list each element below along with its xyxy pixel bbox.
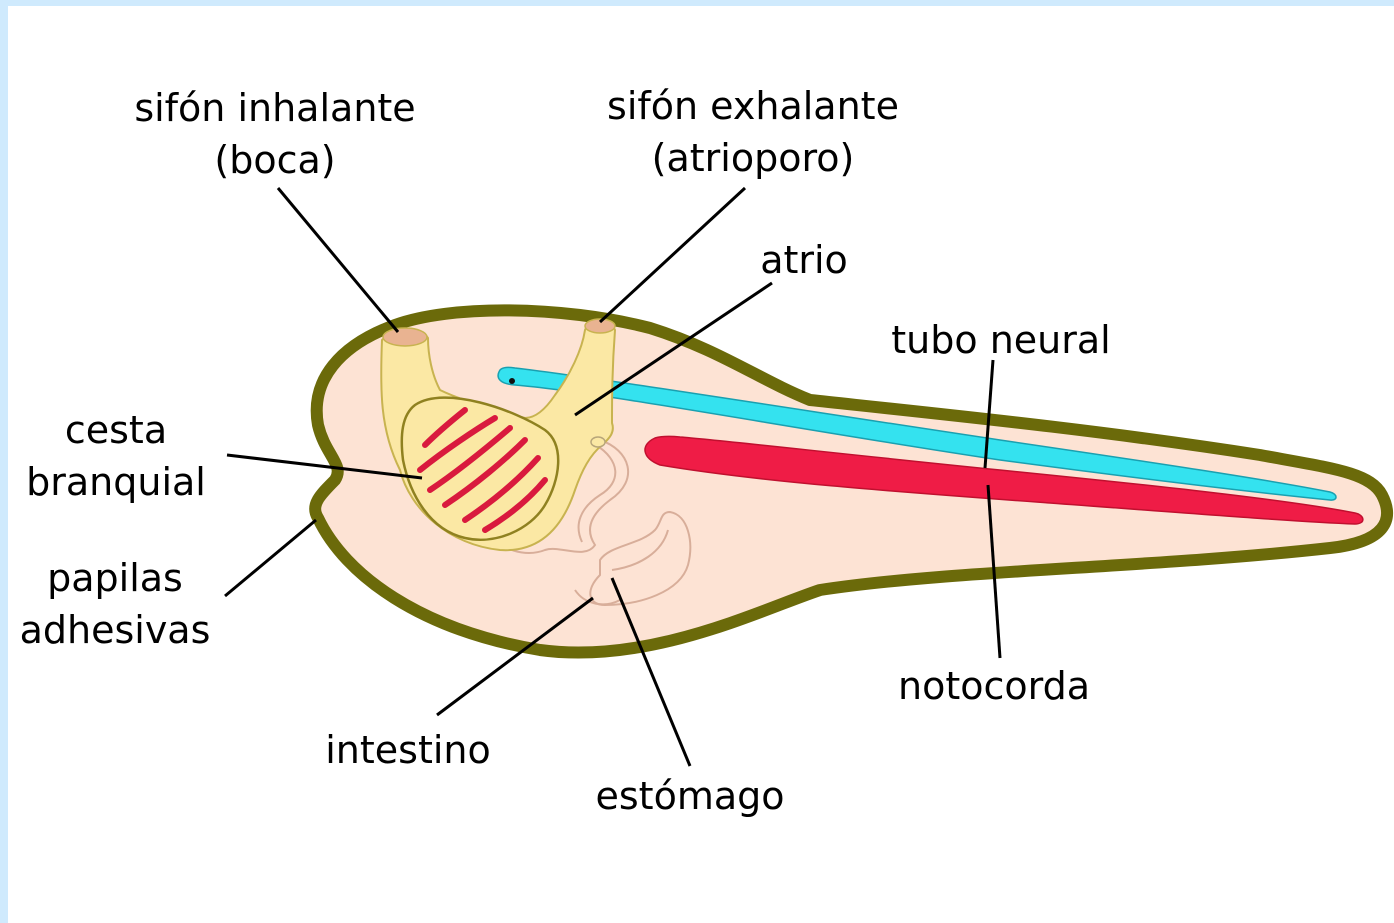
leader-inhalant-siphon: [278, 188, 398, 332]
label-stomach: estómago: [596, 770, 785, 822]
label-branchial-basket: cesta branquial: [26, 404, 206, 508]
label-branchial-basket-line-2: branquial: [26, 456, 206, 508]
label-branchial-basket-line-1: cesta: [26, 404, 206, 456]
label-exhalant-siphon-line-1: sifón exhalante: [607, 80, 899, 132]
label-intestine: intestino: [325, 724, 491, 776]
label-adhesive-papillae: papilas adhesivas: [20, 552, 211, 656]
label-inhalant-siphon-line-2: (boca): [134, 134, 415, 186]
atriopore-opening: [591, 437, 605, 447]
label-adhesive-papillae-line-1: papilas: [20, 552, 211, 604]
label-inhalant-siphon: sifón inhalante (boca): [134, 82, 415, 186]
diagram-canvas: sifón inhalante (boca) sifón exhalante (…: [8, 6, 1394, 923]
label-neural-tube: tubo neural: [891, 314, 1110, 366]
label-exhalant-siphon: sifón exhalante (atrioporo): [607, 80, 899, 184]
inhalant-siphon-tip: [383, 328, 427, 346]
leader-exhalant-siphon: [600, 188, 745, 322]
leader-adhesive-papillae: [225, 520, 316, 596]
label-inhalant-siphon-line-1: sifón inhalante: [134, 82, 415, 134]
neural-tube-eyespot: [509, 378, 515, 384]
label-notochord: notocorda: [898, 660, 1090, 712]
label-atrium: atrio: [760, 234, 848, 286]
label-adhesive-papillae-line-2: adhesivas: [20, 604, 211, 656]
label-exhalant-siphon-line-2: (atrioporo): [607, 132, 899, 184]
